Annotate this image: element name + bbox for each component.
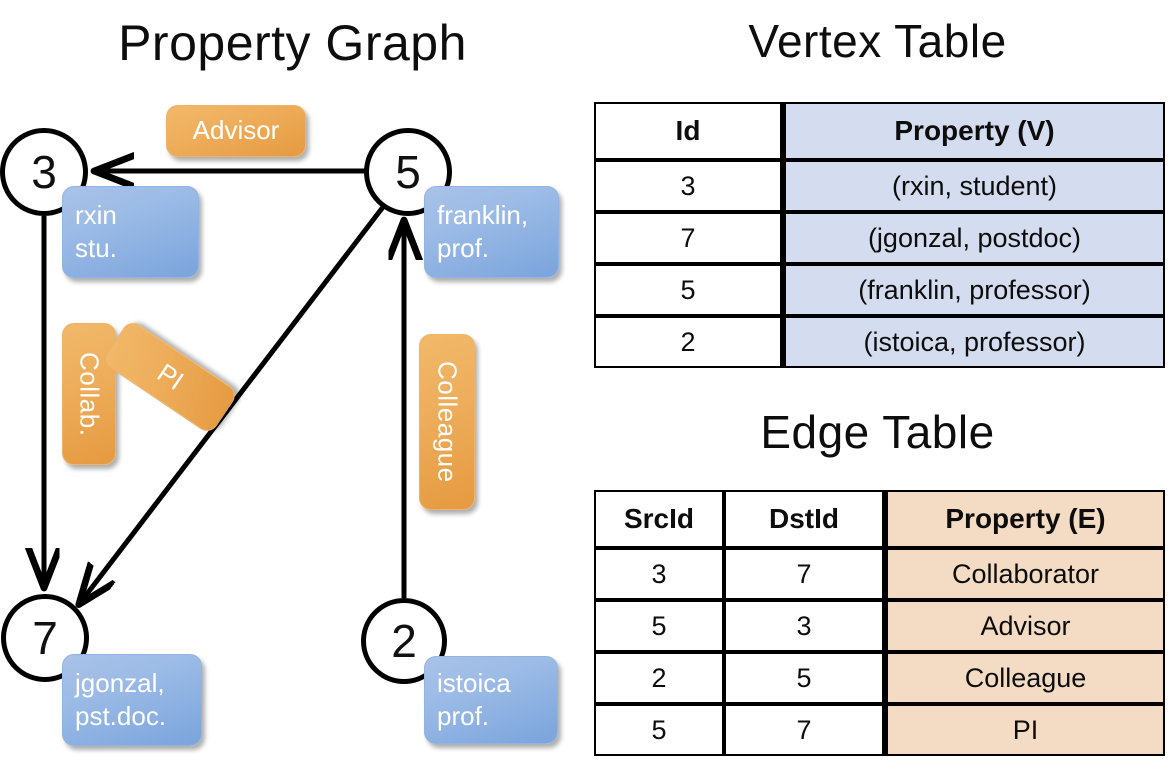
edge-row-3-dst: 7: [724, 704, 884, 756]
edge-table-header-dstid: DstId: [724, 490, 884, 548]
edge-row-2-property: Colleague: [884, 652, 1165, 704]
edge-row-3-src: 5: [594, 704, 724, 756]
vertex-property-box-2-line1: istoica: [437, 667, 511, 698]
edge-row-3-property: PI: [884, 704, 1165, 756]
graph-node-3-label: 3: [31, 146, 57, 198]
edge-row-0-dst: 7: [724, 548, 884, 600]
vertex-table: Id Property (V) 3 (rxin, student) 7 (jgo…: [594, 102, 1165, 368]
graph-node-7-label: 7: [32, 612, 58, 664]
page-title-vertex-table: Vertex Table: [748, 15, 1007, 67]
vertex-table-row[interactable]: 7 (jgonzal, postdoc): [594, 212, 1165, 264]
page-title-edge-table: Edge Table: [760, 406, 995, 458]
vertex-row-2-property: (franklin, professor): [782, 264, 1165, 316]
vertex-row-1-property: (jgonzal, postdoc): [782, 212, 1165, 264]
vertex-row-1-id: 7: [594, 212, 782, 264]
vertex-property-box-7-line2: pst.doc.: [75, 701, 167, 731]
vertex-property-box-5[interactable]: franklin, prof.: [424, 186, 559, 278]
vertex-property-box-3-line2: stu.: [75, 233, 117, 263]
vertex-property-box-5-line1: franklin,: [437, 199, 529, 230]
vertex-property-box-5-line2: prof.: [437, 233, 490, 263]
vertex-property-box-3[interactable]: rxin stu.: [62, 186, 199, 278]
edge-table-header-property: Property (E): [884, 490, 1165, 548]
edge-table: SrcId DstId Property (E) 3 7 Collaborato…: [594, 490, 1165, 756]
property-graph-diagram: 3 5 7 2 rxin stu. franklin, prof. jgonza…: [0, 0, 585, 760]
edge-label-colleague-text: Colleague: [432, 361, 463, 483]
graph-node-5-label: 5: [395, 146, 421, 198]
graph-node-2[interactable]: 2: [361, 598, 447, 684]
vertex-table-header-row: Id Property (V): [594, 102, 1165, 160]
edge-table-header-srcid: SrcId: [594, 490, 724, 548]
edge-arrow-5-to-7: [80, 205, 385, 603]
edge-label-pi-text: PI: [151, 357, 189, 396]
edge-table-header-row: SrcId DstId Property (E): [594, 490, 1165, 548]
edge-table-row[interactable]: 3 7 Collaborator: [594, 548, 1165, 600]
edge-label-advisor-text: Advisor: [192, 115, 280, 146]
vertex-property-box-3-line1: rxin: [75, 199, 117, 230]
vertex-property-box-2[interactable]: istoica prof.: [424, 656, 558, 744]
vertex-property-box-2-line2: prof.: [437, 701, 490, 731]
vertex-row-0-property: (rxin, student): [782, 160, 1165, 212]
edge-row-1-dst: 3: [724, 600, 884, 652]
edge-table-row[interactable]: 2 5 Colleague: [594, 652, 1165, 704]
vertex-table-header-id: Id: [594, 102, 782, 160]
vertex-row-0-id: 3: [594, 160, 782, 212]
edge-row-2-src: 2: [594, 652, 724, 704]
edge-label-collab[interactable]: Collab.: [62, 323, 116, 465]
edge-row-0-src: 3: [594, 548, 724, 600]
edge-row-0-property: Collaborator: [884, 548, 1165, 600]
edge-label-advisor[interactable]: Advisor: [166, 105, 306, 157]
vertex-table-row[interactable]: 2 (istoica, professor): [594, 316, 1165, 368]
edge-row-1-property: Advisor: [884, 600, 1165, 652]
vertex-table-header-property: Property (V): [782, 102, 1165, 160]
vertex-row-3-property: (istoica, professor): [782, 316, 1165, 368]
vertex-table-row[interactable]: 3 (rxin, student): [594, 160, 1165, 212]
edge-label-colleague[interactable]: Colleague: [419, 334, 475, 510]
vertex-row-2-id: 5: [594, 264, 782, 316]
edge-row-1-src: 5: [594, 600, 724, 652]
edge-table-row[interactable]: 5 7 PI: [594, 704, 1165, 756]
edge-label-collab-text: Collab.: [74, 351, 105, 437]
graph-edge-arrows: [0, 0, 585, 760]
vertex-row-3-id: 2: [594, 316, 782, 368]
edge-table-row[interactable]: 5 3 Advisor: [594, 600, 1165, 652]
vertex-table-row[interactable]: 5 (franklin, professor): [594, 264, 1165, 316]
page-title-property-graph: Property Graph: [118, 15, 467, 71]
vertex-property-box-7[interactable]: jgonzal, pst.doc.: [62, 654, 202, 746]
graph-node-5[interactable]: 5: [364, 128, 452, 216]
vertex-property-box-7-line1: jgonzal,: [75, 667, 165, 698]
edge-row-2-dst: 5: [724, 652, 884, 704]
graph-node-2-label: 2: [391, 615, 417, 667]
